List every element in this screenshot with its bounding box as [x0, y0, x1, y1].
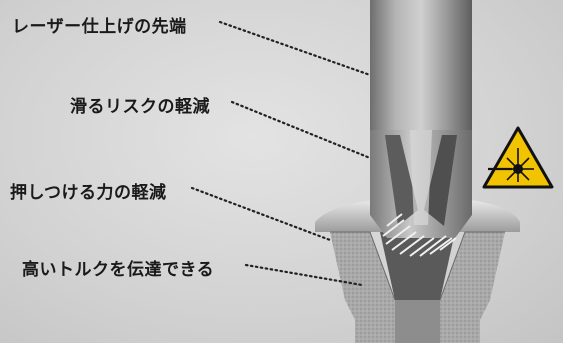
leader-line-laser-tip — [218, 20, 372, 77]
callout-reduced-slip-risk: 滑るリスクの軽減 — [70, 97, 210, 117]
callout-laser-finished-tip: レーザー仕上げの先端 — [12, 17, 187, 37]
callout-high-torque-transfer: 高いトルクを伝達できる — [22, 260, 215, 280]
laser-warning-icon — [482, 126, 554, 189]
screwdriver-shaft — [370, 0, 472, 238]
leader-lines — [190, 20, 372, 287]
leader-line-press — [190, 186, 332, 242]
leader-line-slip — [230, 100, 372, 160]
leader-line-torque — [244, 263, 364, 287]
laser-textured-tip — [382, 213, 457, 257]
callout-reduced-pressing-force: 押しつける力の軽減 — [10, 183, 167, 203]
